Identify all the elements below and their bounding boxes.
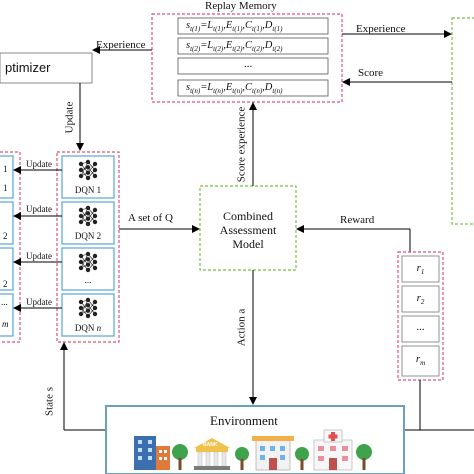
memory-row-2: st(2)=Lt(2),Et(2),Ct(2),Dt(2) bbox=[186, 40, 283, 54]
neural-network-icon-n bbox=[78, 297, 98, 319]
target-label-3: 2 bbox=[3, 231, 8, 241]
target-label-1: 1 bbox=[3, 164, 8, 174]
neural-network-icon-1 bbox=[78, 159, 98, 181]
experience-left-label: Experience bbox=[96, 39, 146, 51]
reward-box-3 bbox=[401, 315, 440, 343]
target-box-2 bbox=[0, 201, 14, 245]
bank-sign-text: BANK bbox=[203, 442, 218, 448]
bank-icon bbox=[194, 438, 230, 470]
reward-value-m: rm bbox=[402, 354, 439, 367]
model-label-line2: Assessment bbox=[219, 223, 277, 237]
neural-network-icon-3 bbox=[78, 251, 98, 273]
dqn-container bbox=[56, 151, 120, 343]
target-label-4: 2 bbox=[3, 279, 8, 289]
reward-sub-m: m bbox=[420, 359, 426, 368]
state-label: State s bbox=[43, 386, 56, 417]
reward-base-1: r bbox=[416, 262, 421, 274]
score-experience-label: Score experience bbox=[235, 106, 248, 183]
action-label: Action a bbox=[235, 308, 248, 347]
update-label-3: Update bbox=[26, 251, 52, 261]
update-label-2: Update bbox=[26, 204, 52, 214]
dqn-label-n-index: n bbox=[96, 323, 102, 333]
neural-network-icon-2 bbox=[78, 205, 98, 227]
update-label-4: Update bbox=[26, 297, 52, 307]
optimizer-label: ptimizer bbox=[5, 60, 51, 75]
reward-sub-2: 2 bbox=[420, 298, 425, 307]
dqn-label-2: DQN 2 bbox=[74, 231, 102, 241]
memory-row-1: st(1)=Lt(1),Et(1),Ct(1),Dt(1) bbox=[186, 20, 283, 34]
optimizer-box bbox=[0, 52, 93, 84]
model-box bbox=[199, 185, 297, 271]
tree-icon-1 bbox=[172, 444, 188, 470]
memory-row-box-3 bbox=[177, 57, 329, 75]
target-label-2: 1 bbox=[3, 183, 8, 193]
reward-value-3: ... bbox=[416, 321, 425, 333]
office-building-icon bbox=[134, 436, 170, 470]
memory-row-box-1 bbox=[177, 17, 329, 35]
hospital-icon bbox=[313, 429, 353, 471]
experience-right-label: Experience bbox=[356, 23, 406, 35]
memory-row-box-4 bbox=[177, 79, 329, 97]
memory-row-box-2 bbox=[177, 37, 329, 55]
dqn-label-3: ... bbox=[84, 275, 92, 285]
update-label-1: Update bbox=[26, 159, 52, 169]
set-of-q-label: A set of Q bbox=[128, 212, 173, 224]
reward-box-m bbox=[401, 345, 440, 377]
right-agent-box bbox=[451, 17, 474, 225]
reward-sub-1: 1 bbox=[420, 268, 425, 277]
target-box-1 bbox=[0, 155, 14, 199]
target-box-4 bbox=[0, 293, 14, 337]
model-label-line3: Model bbox=[232, 237, 264, 251]
tree-icon-3 bbox=[295, 447, 309, 470]
replay-memory-title: Replay Memory bbox=[205, 0, 277, 12]
update-vertical-label: Update bbox=[63, 101, 76, 134]
reward-value-2: r2 bbox=[402, 293, 439, 306]
reward-label: Reward bbox=[340, 214, 375, 226]
replay-memory-box bbox=[151, 13, 343, 103]
environment-title: Environment bbox=[210, 413, 278, 428]
dqn-label-n: DQN n bbox=[62, 324, 114, 333]
tree-icon-2 bbox=[235, 447, 249, 470]
dqn-label-n-text: DQN bbox=[74, 323, 95, 333]
reward-base-2: r bbox=[416, 292, 421, 304]
hospital-building-icon bbox=[252, 436, 294, 471]
target-label-6: m bbox=[2, 319, 9, 329]
target-box-3 bbox=[0, 247, 14, 291]
target-label-5: ... bbox=[1, 297, 8, 307]
reward-base-m: r bbox=[415, 353, 421, 365]
target-network-container bbox=[0, 151, 21, 343]
dqn-label-1: DQN 1 bbox=[74, 185, 102, 195]
reward-box-1 bbox=[401, 255, 440, 283]
memory-row-ellipsis: ... bbox=[244, 58, 253, 70]
reward-value-1: r1 bbox=[402, 263, 439, 276]
reward-box-2 bbox=[401, 285, 440, 313]
score-label: Score bbox=[358, 67, 384, 79]
tree-icon-4 bbox=[356, 444, 372, 470]
memory-row-n: st(n)=Lt(n),Et(n),Ct(n),Dt(n) bbox=[186, 82, 283, 96]
model-label-line1: Combined bbox=[223, 209, 273, 223]
